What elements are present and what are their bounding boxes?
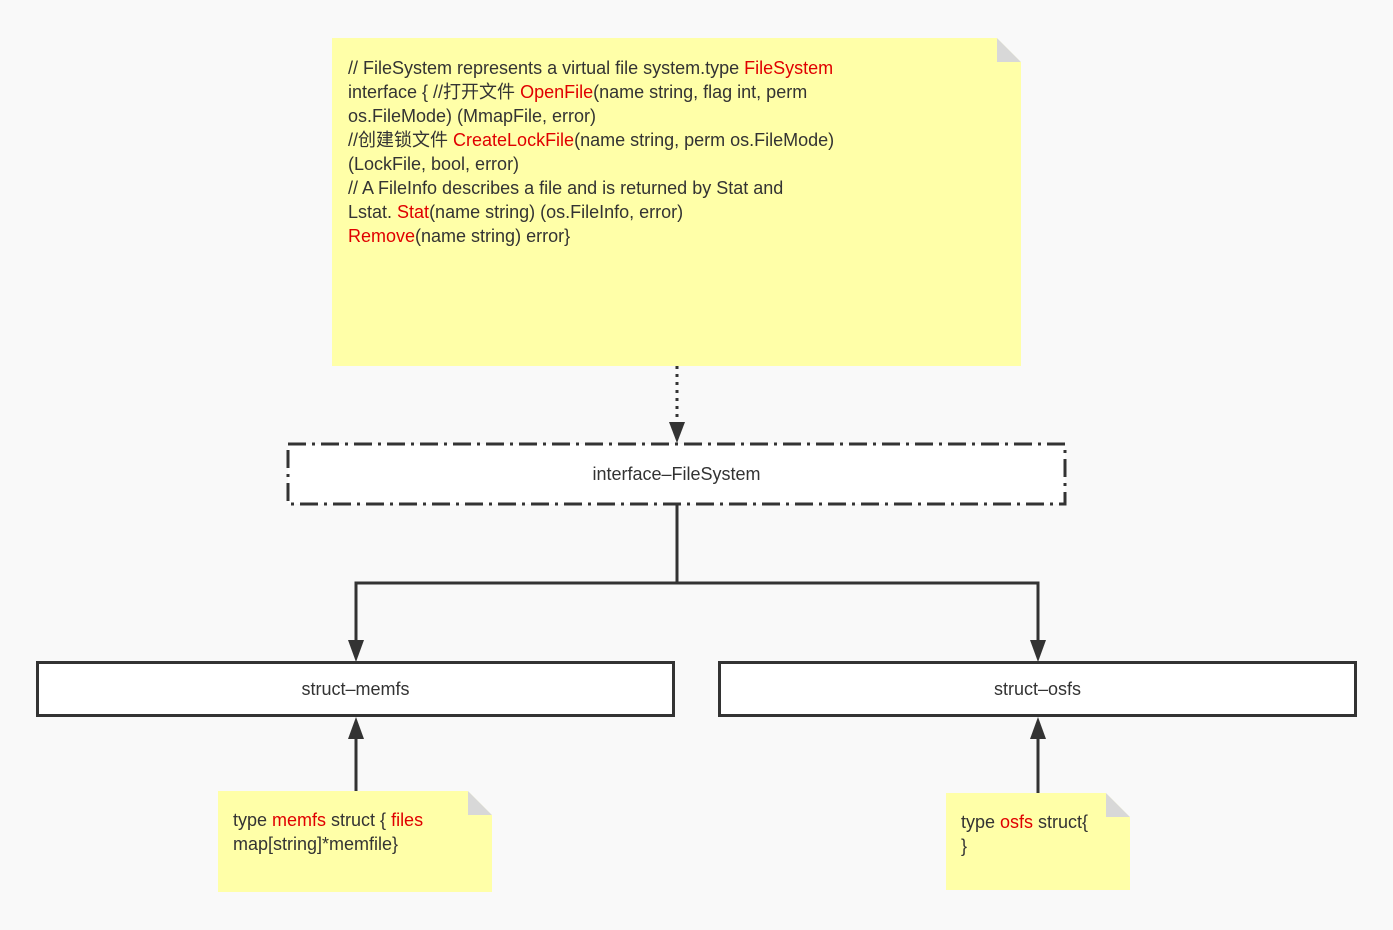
interface-filesystem-node[interactable]: interface–FileSystem xyxy=(288,444,1065,504)
interface-to-osfs-connector xyxy=(677,581,1040,642)
note-line-2: interface { //打开文件 OpenFile(name string,… xyxy=(348,82,808,102)
struct-memfs-node[interactable]: struct–memfs xyxy=(36,661,675,717)
struct-memfs-label: struct–memfs xyxy=(301,678,410,699)
struct-osfs-node[interactable]: struct–osfs xyxy=(718,661,1357,717)
note-line-3: os.FileMode) (MmapFile, error) xyxy=(348,106,597,126)
memfs-note-arrowhead xyxy=(348,717,364,739)
struct-osfs-label: struct–osfs xyxy=(993,678,1082,699)
note-fold-icon xyxy=(997,38,1021,62)
osfs-struct-note: type osfs struct{ } xyxy=(946,793,1130,890)
osfs-note-line-1: type osfs struct{ xyxy=(961,812,1089,832)
note-fold-icon xyxy=(1106,793,1130,817)
memfs-struct-note: type memfs struct { files map[string]*me… xyxy=(218,791,492,892)
interface-to-osfs-arrowhead xyxy=(1030,640,1046,662)
memfs-note-line-2: map[string]*memfile} xyxy=(233,834,399,854)
note-line-7: Lstat. Stat(name string) (os.FileInfo, e… xyxy=(348,202,684,222)
osfs-note-arrowhead xyxy=(1030,717,1046,739)
interface-filesystem-label: interface–FileSystem xyxy=(592,463,761,484)
note-fold-icon xyxy=(468,791,492,815)
note-line-1: // FileSystem represents a virtual file … xyxy=(348,58,834,78)
interface-to-memfs-arrowhead xyxy=(348,640,364,662)
note-to-interface-arrowhead xyxy=(669,422,685,443)
note-line-4: //创建锁文件 CreateLockFile(name string, perm… xyxy=(348,130,835,150)
interface-to-memfs-connector xyxy=(354,504,679,642)
note-line-6: // A FileInfo describes a file and is re… xyxy=(348,178,784,198)
memfs-note-line-1: type memfs struct { files xyxy=(233,810,424,830)
osfs-note-line-2: } xyxy=(961,836,968,856)
filesystem-interface-note: // FileSystem represents a virtual file … xyxy=(332,38,1021,366)
note-line-5: (LockFile, bool, error) xyxy=(348,154,520,174)
note-line-8: Remove(name string) error} xyxy=(348,226,571,246)
interface-box-border xyxy=(286,442,1067,506)
